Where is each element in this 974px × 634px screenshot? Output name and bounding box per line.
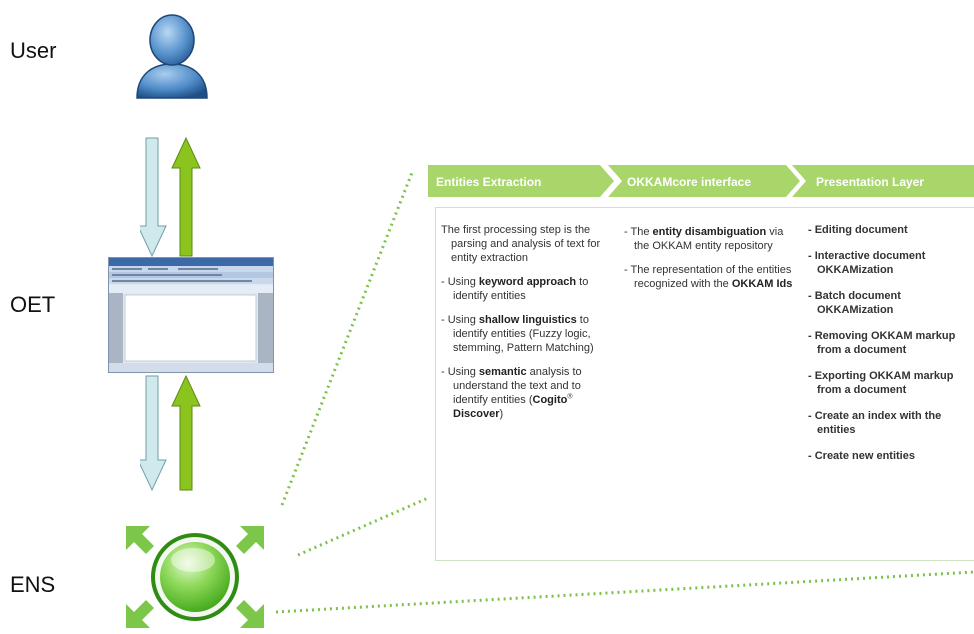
col3-item: - Create an index with the entities [808,410,942,436]
dotted-line-bottom [275,570,974,614]
content-panel [435,207,974,561]
word-processor-window-icon [108,257,274,373]
col1-intro: The first processing step is the parsing… [441,224,601,264]
oet-ens-arrows [140,374,201,492]
chevron-okkamcore-interface [608,165,800,197]
user-icon [136,14,208,99]
arrow-up-icon [171,374,201,491]
chevron-presentation-layer [792,165,974,197]
col1-item-semantic: - Using semantic analysis to understand … [441,366,582,420]
col3-item: - Exporting OKKAM markup from a document [808,370,954,396]
arrow-down-icon [140,375,167,492]
dotted-line-top [280,169,415,506]
user-label: User [10,38,57,63]
arrow-down-icon [140,137,167,258]
oet-label: OET [10,292,56,317]
col2-item-representation: - The representation of the entities rec… [624,264,793,290]
dotted-line-middle [297,496,429,557]
col3-item: - Removing OKKAM markup from a document [808,330,956,356]
col1-item-shallow: - Using shallow linguistics to identify … [441,314,594,354]
column-entities-extraction: The first processing step is the parsing… [441,223,613,431]
col2-item-disambiguation: - The entity disambiguation via the OKKA… [624,226,784,252]
ens-hub-icon [126,526,264,628]
col3-item: - Editing document [808,224,908,236]
col1-item-keyword: - Using keyword approach to identify ent… [441,276,589,302]
ens-label: ENS [10,572,56,597]
header-presentation-layer: Presentation Layer [816,175,925,189]
column-okkamcore-interface: - The entity disambiguation via the OKKA… [624,225,796,301]
arrow-up-icon [171,136,201,257]
chevron-entities-extraction [428,165,614,197]
col3-item: - Interactive document OKKAMization [808,250,926,276]
column-presentation-layer: - Editing document - Interactive documen… [808,223,974,475]
user-oet-arrows [140,136,201,258]
chevron-header-bar [428,165,974,197]
col3-item: - Batch document OKKAMization [808,290,901,316]
header-entities-extraction: Entities Extraction [436,175,542,189]
header-okkamcore-interface: OKKAMcore interface [627,175,752,189]
col3-item: - Create new entities [808,450,915,462]
